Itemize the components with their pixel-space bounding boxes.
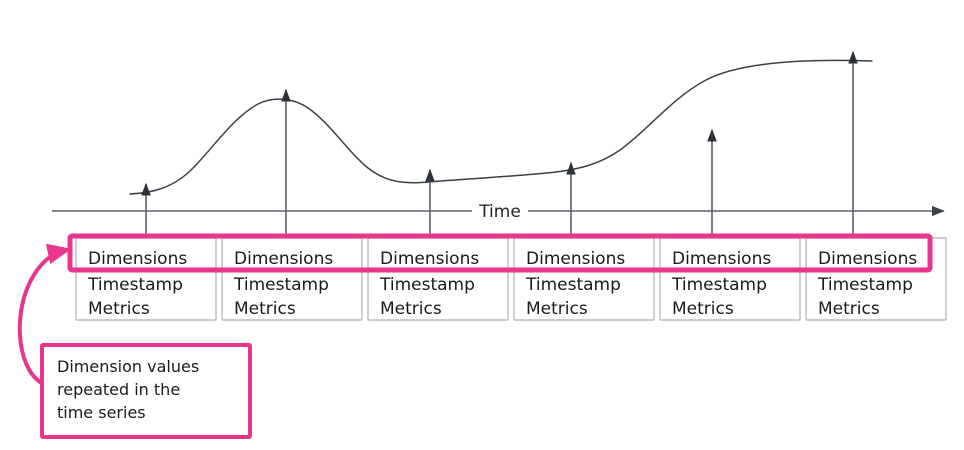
record-metrics-label: Metrics [526,299,588,319]
record-box[interactable]: Dimensions Timestamp Metrics [805,237,947,321]
record-dimensions-label: Dimensions [818,249,917,269]
callout-box-frame [40,343,252,439]
record-box[interactable]: Dimensions Timestamp Metrics [513,237,655,321]
record-timestamp-label: Timestamp [233,275,329,295]
timeseries-curve-path [129,59,873,195]
record-timestamp-label: Timestamp [525,275,621,295]
callout-line-1: Dimension values [57,357,199,376]
sample-arrows [141,50,858,240]
metric-curve [129,59,873,195]
record-timestamp-label: Timestamp [379,275,475,295]
record-box[interactable]: Dimensions Timestamp Metrics [367,237,509,321]
record-metrics-label: Metrics [88,299,150,319]
record-metrics-label: Metrics [672,299,734,319]
record-boxes: Dimensions Timestamp Metrics Dimensions … [75,237,947,321]
record-dimensions-label: Dimensions [234,249,333,269]
record-dimensions-label: Dimensions [380,249,479,269]
time-axis: Time [52,202,945,222]
record-dimensions-label: Dimensions [526,249,625,269]
record-timestamp-label: Timestamp [671,275,767,295]
callout-connector-arrow [17,243,72,387]
time-axis-label: Time [478,202,521,222]
record-dimensions-label: Dimensions [88,249,187,269]
callout-line-3: time series [57,403,146,422]
record-metrics-label: Metrics [818,299,880,319]
record-metrics-label: Metrics [234,299,296,319]
callout-box: Dimension values repeated in the time se… [40,343,252,439]
record-box[interactable]: Dimensions Timestamp Metrics [75,237,217,321]
record-timestamp-label: Timestamp [87,275,183,295]
record-timestamp-label: Timestamp [817,275,913,295]
record-metrics-label: Metrics [380,299,442,319]
record-box[interactable]: Dimensions Timestamp Metrics [221,237,363,321]
record-box[interactable]: Dimensions Timestamp Metrics [659,237,801,321]
record-dimensions-label: Dimensions [672,249,771,269]
callout-line-2: repeated in the [57,380,180,399]
